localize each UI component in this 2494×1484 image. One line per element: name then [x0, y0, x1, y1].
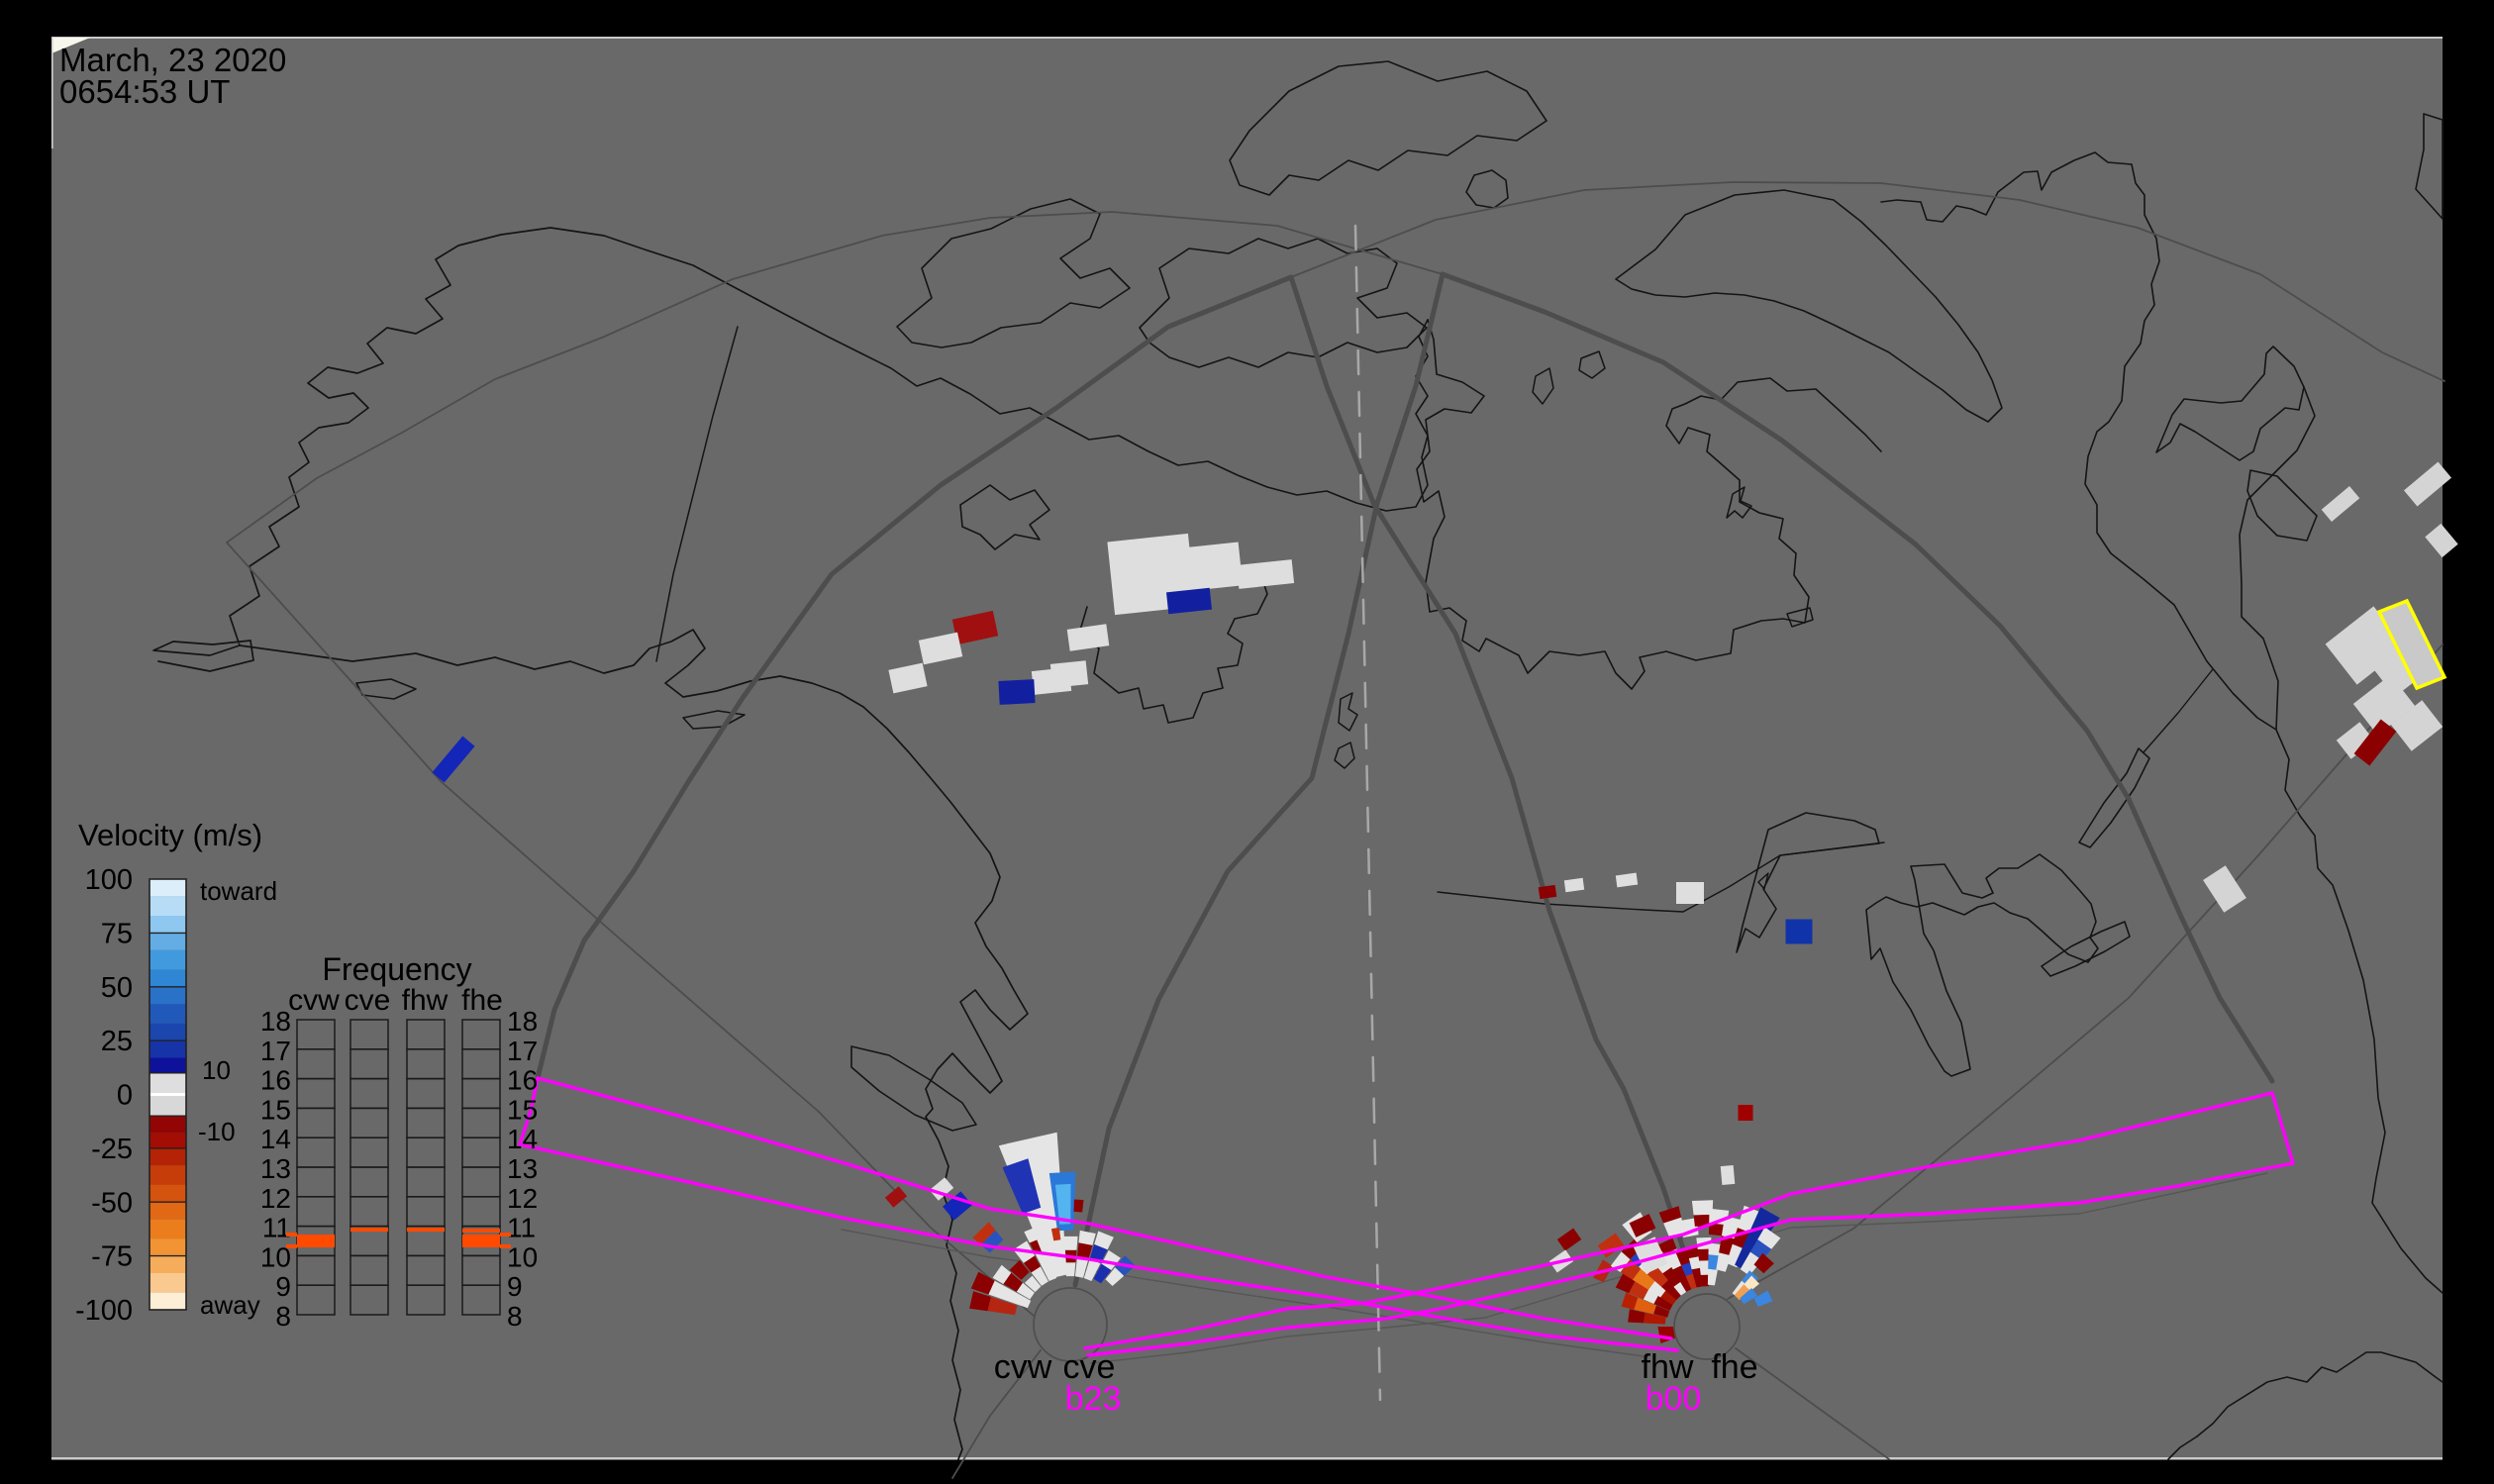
svg-text:away: away — [200, 1290, 260, 1320]
svg-text:17: 17 — [507, 1036, 538, 1066]
svg-text:March, 23 2020: March, 23 2020 — [59, 42, 286, 78]
svg-text:9: 9 — [507, 1271, 523, 1302]
svg-text:cvw: cvw — [288, 984, 340, 1017]
svg-text:cve: cve — [345, 984, 391, 1017]
svg-text:fhe: fhe — [461, 984, 503, 1017]
svg-text:-10: -10 — [198, 1117, 236, 1146]
svg-text:fhe: fhe — [1711, 1348, 1757, 1386]
svg-text:15: 15 — [260, 1094, 291, 1125]
svg-text:0654:53 UT: 0654:53 UT — [59, 73, 230, 110]
svg-text:-75: -75 — [91, 1241, 133, 1273]
svg-text:13: 13 — [260, 1153, 291, 1184]
svg-text:cvw: cvw — [994, 1348, 1052, 1386]
svg-text:8: 8 — [275, 1301, 291, 1332]
svg-text:toward: toward — [200, 876, 277, 906]
svg-text:Frequency: Frequency — [322, 951, 471, 987]
svg-text:13: 13 — [507, 1153, 538, 1184]
svg-text:25: 25 — [101, 1026, 133, 1057]
svg-text:8: 8 — [507, 1301, 523, 1332]
svg-text:16: 16 — [260, 1065, 291, 1096]
svg-text:-25: -25 — [91, 1134, 133, 1165]
svg-text:17: 17 — [260, 1036, 291, 1066]
svg-text:12: 12 — [507, 1183, 538, 1214]
svg-text:50: 50 — [101, 972, 133, 1004]
svg-text:100: 100 — [85, 864, 133, 896]
svg-text:18: 18 — [507, 1006, 538, 1037]
svg-text:11: 11 — [262, 1213, 291, 1243]
svg-text:b00: b00 — [1646, 1380, 1702, 1418]
svg-text:fhw: fhw — [1642, 1348, 1694, 1386]
svg-text:14: 14 — [260, 1124, 291, 1154]
svg-text:12: 12 — [260, 1183, 291, 1214]
svg-text:10: 10 — [202, 1055, 231, 1085]
svg-text:10: 10 — [260, 1241, 291, 1272]
svg-text:b23: b23 — [1065, 1380, 1122, 1418]
svg-text:0: 0 — [117, 1080, 133, 1112]
svg-text:10: 10 — [507, 1241, 538, 1272]
svg-text:75: 75 — [101, 918, 133, 949]
svg-text:9: 9 — [275, 1271, 291, 1302]
svg-text:cve: cve — [1063, 1348, 1116, 1386]
svg-text:14: 14 — [507, 1124, 538, 1154]
svg-text:11: 11 — [507, 1213, 536, 1243]
svg-text:Velocity (m/s): Velocity (m/s) — [78, 818, 262, 852]
svg-text:15: 15 — [507, 1094, 538, 1125]
svg-text:fhw: fhw — [402, 984, 449, 1017]
svg-text:-50: -50 — [91, 1187, 133, 1219]
svg-text:16: 16 — [507, 1065, 538, 1096]
svg-text:18: 18 — [260, 1006, 291, 1037]
svg-text:-100: -100 — [75, 1295, 133, 1327]
